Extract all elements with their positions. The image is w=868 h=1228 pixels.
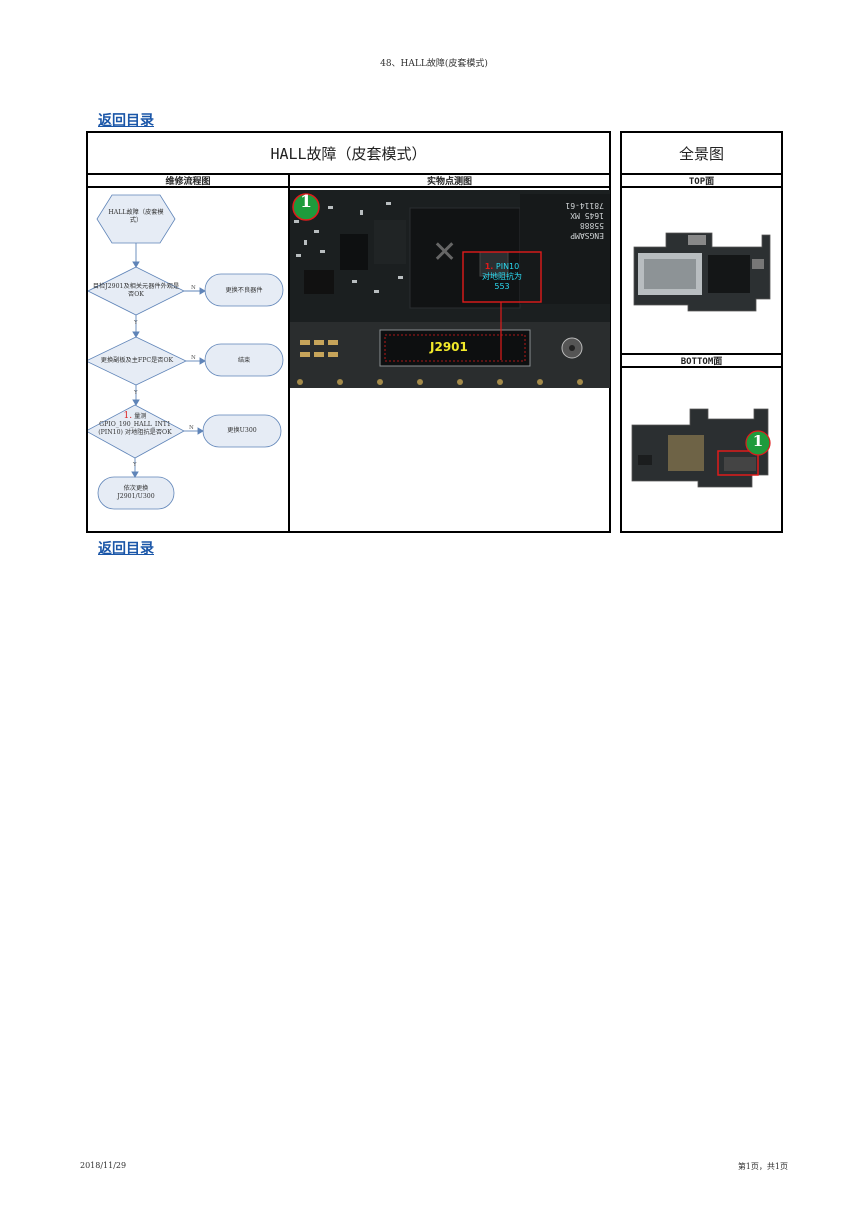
step3-text: 1. 量测 GPIO_190_HALL_INT1 (PIN10) 对地阻抗是否O… (92, 412, 178, 437)
main-table: HALL故障（皮套模式） 维修流程图 实物点测图 (86, 131, 611, 533)
panorama-table: 全景图 TOP面 BOTTOM面 1 (620, 131, 783, 533)
board-photo-drawing: ✕ (290, 190, 610, 388)
chip-marking: ENGSAMP 55888 1645 MX 78114-61 (534, 200, 604, 240)
photo-marker-number: 1 (300, 192, 312, 212)
step2-action-text: 结束 (237, 357, 251, 364)
step3-action-text: 更换U300 (227, 427, 257, 434)
document-title: 48、HALL故障(皮套模式) (380, 59, 488, 69)
pin-description: 对地阻抗为 (482, 272, 522, 281)
label-y-2: Y (134, 390, 138, 396)
footer-page: 第1页，共1页 (737, 1162, 788, 1171)
repair-flowchart: HALL故障（皮套模式） 目检J2901及相关元器件外观是否OK 更换不良器件 … (88, 190, 288, 533)
panorama-divider (622, 353, 781, 355)
step3-word: 量测 (134, 413, 147, 420)
step1-text: 目检J2901及相关元器件外观是否OK (92, 283, 180, 298)
bottom-board-drawing (631, 408, 771, 488)
flowchart-shapes (88, 194, 284, 510)
pin-annotation: 1. PIN10 对地阻抗为 553 (464, 262, 540, 292)
start-hexagon (96, 194, 176, 244)
pin-label: PIN10 (495, 262, 520, 271)
bottom-marker-number: 1 (752, 432, 764, 450)
board-photo: ✕ (290, 190, 610, 388)
start-text: HALL故障（皮套模式） (108, 209, 164, 224)
chip-line-2: 55888 (579, 221, 604, 230)
step3-rest: GPIO_190_HALL_INT1 (PIN10) 对地阻抗是否OK (98, 421, 172, 436)
end-text: 依次更换 J2901/U300 (117, 485, 155, 500)
step2-text: 更换副板及主FPC是否OK (100, 357, 174, 364)
step1-action-text: 更换不良器件 (225, 287, 263, 294)
top-board-drawing (633, 232, 771, 312)
end-box (97, 476, 175, 510)
flow-heading: 维修流程图 (88, 175, 288, 188)
label-y-3: Y (133, 462, 137, 468)
label-y-1: Y (134, 320, 138, 326)
step3-number: 1. (123, 411, 133, 421)
label-n-3: N (189, 425, 194, 431)
bottom-side-image: 1 (628, 405, 776, 493)
action-box-2 (204, 343, 284, 377)
svg-text:✕: ✕ (432, 235, 457, 270)
fault-title: HALL故障（皮套模式） (88, 133, 609, 175)
pin-value: 553 (494, 282, 510, 291)
label-n-1: N (191, 285, 196, 291)
pin-number: 1. (484, 262, 494, 271)
action-box-1 (204, 273, 284, 307)
footer-date: 2018/11/29 (80, 1161, 127, 1170)
chip-line-4: 78114-61 (565, 201, 604, 210)
chip-line-1: ENGSAMP (570, 231, 604, 240)
back-to-toc-link-bottom[interactable]: 返回目录 (98, 541, 154, 557)
back-to-toc-link-top[interactable]: 返回目录 (98, 113, 154, 129)
panorama-title: 全景图 (622, 133, 781, 175)
connector-label: J2901 (430, 340, 468, 354)
photo-heading: 实物点测图 (290, 175, 609, 188)
bottom-side-heading: BOTTOM面 (622, 355, 781, 368)
top-side-heading: TOP面 (622, 175, 781, 188)
label-n-2: N (191, 355, 196, 361)
column-divider (288, 175, 290, 531)
chip-line-3: 1645 MX (570, 211, 604, 220)
top-side-image (628, 229, 776, 315)
